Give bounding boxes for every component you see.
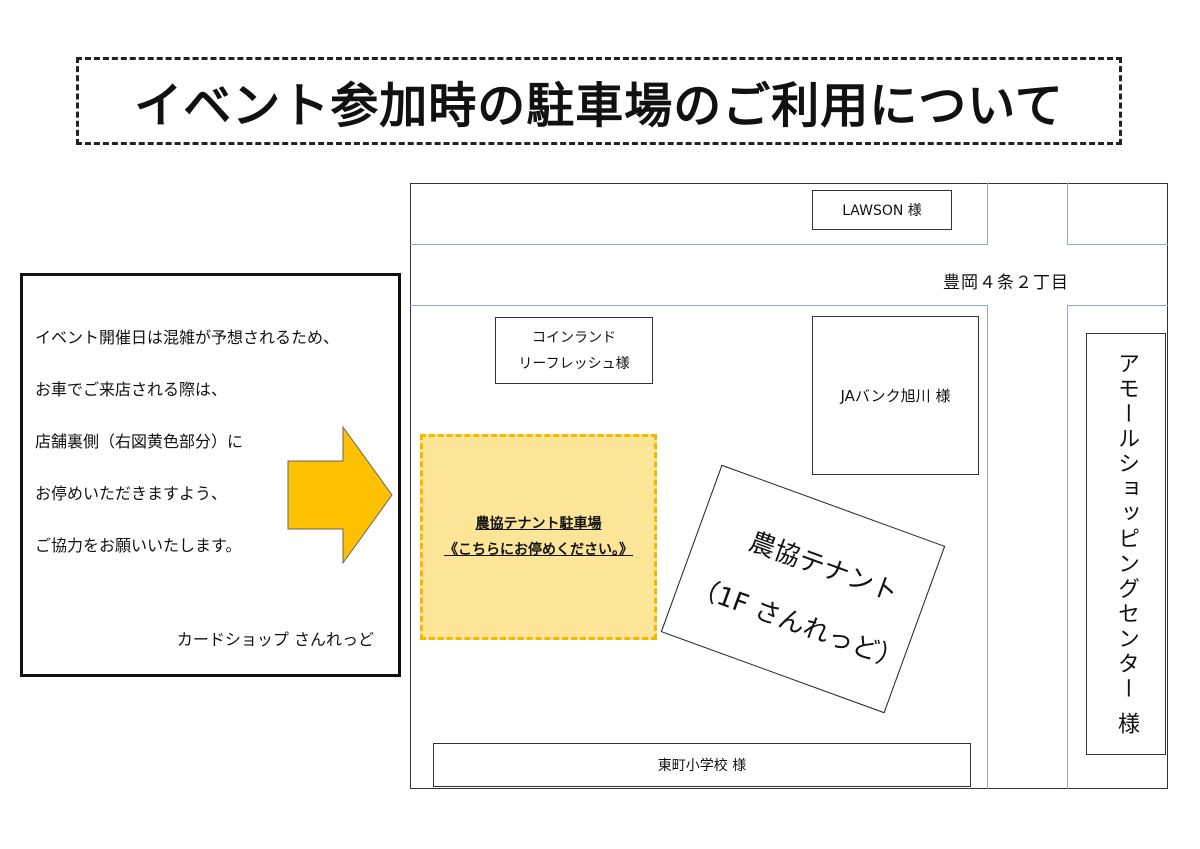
road-line <box>410 244 988 245</box>
notice-line: お停めいただきますよう、 <box>35 484 228 503</box>
notice-box: イベント開催日は混雑が予想されるため、 お車でご来店される際は、 店舗裏側（右図… <box>20 273 401 677</box>
school-building: 東町小学校 様 <box>433 743 971 787</box>
area-map <box>410 183 1168 789</box>
ja-bank-building: JAバンク旭川 様 <box>812 316 979 475</box>
shopping-center-building: アモールショッピングセンター 様 <box>1086 333 1166 755</box>
shop-signature: カードショップ さんれっど <box>176 630 374 649</box>
road-line <box>1067 305 1068 789</box>
ja-bank-label: JAバンク旭川 様 <box>840 387 951 405</box>
lawson-label: LAWSON 様 <box>842 203 922 219</box>
road-line <box>1068 305 1168 306</box>
address-label: 豊岡４条２丁目 <box>943 273 1069 293</box>
coin-laundry-label: リーフレッシュ様 <box>518 355 630 372</box>
road-line <box>1068 244 1168 245</box>
lawson-building: LAWSON 様 <box>812 190 952 230</box>
notice-line: 店舗裏側（右図黄色部分）に <box>35 432 244 451</box>
coin-laundry-label: コインランド <box>532 329 616 346</box>
notice-line: イベント開催日は混雑が予想されるため、 <box>35 328 340 347</box>
right-arrow-icon <box>287 425 393 565</box>
road-line <box>987 183 988 245</box>
parking-subtitle: 《こちらにお停めください。》 <box>444 542 633 558</box>
page-title: イベント参加時の駐車場のご利用について <box>134 78 1064 134</box>
coin-laundry-building: コインランド リーフレッシュ様 <box>495 317 653 384</box>
title-banner: イベント参加時の駐車場のご利用について <box>76 57 1122 145</box>
parking-title: 農協テナント駐車場 <box>475 516 602 532</box>
road-line <box>410 305 988 306</box>
notice-line: ご協力をお願いいたします。 <box>35 536 242 555</box>
notice-line: お車でご来店される際は、 <box>35 380 228 399</box>
parking-area: 農協テナント駐車場 《こちらにお停めください。》 <box>420 434 657 640</box>
school-label: 東町小学校 様 <box>657 758 747 774</box>
road-line <box>1067 183 1068 245</box>
shopping-center-label: アモールショッピングセンター 様 <box>1114 351 1139 737</box>
road-line <box>987 305 988 789</box>
